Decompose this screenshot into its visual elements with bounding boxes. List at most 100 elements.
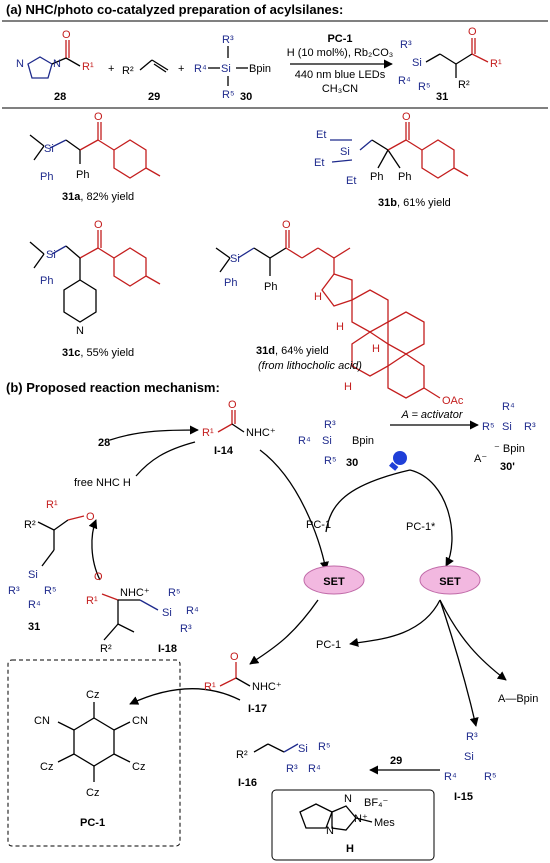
arrow-pc1 bbox=[325, 469, 411, 533]
cond-light: 440 nm blue LEDs bbox=[295, 69, 386, 81]
atom-o: O bbox=[282, 219, 291, 231]
r4-label: R⁴ bbox=[502, 401, 515, 413]
compound-29 bbox=[139, 59, 169, 73]
arrow-nhc-to-i14 bbox=[135, 441, 196, 477]
a-minus: A⁻ bbox=[474, 453, 487, 465]
free-nhc-label: free NHC H bbox=[74, 477, 131, 489]
si-label: Si bbox=[464, 751, 474, 763]
atom-si: Si bbox=[44, 143, 54, 155]
r3-label: R³ bbox=[8, 585, 20, 597]
atom-ph: Ph bbox=[76, 169, 89, 181]
si-label: Si bbox=[412, 57, 422, 69]
label-i17: I-17 bbox=[248, 703, 267, 715]
pc1-cz: Cz bbox=[40, 761, 53, 773]
r5-label: R⁵ bbox=[318, 741, 331, 753]
arrow-to-abpin bbox=[439, 599, 507, 681]
label-30p: 30' bbox=[500, 461, 515, 473]
atom-o: O bbox=[62, 29, 71, 41]
label-i15: I-15 bbox=[454, 791, 473, 803]
set-badge-left: SET bbox=[303, 565, 365, 595]
atom-et: Et bbox=[316, 129, 326, 141]
atom-si: Si bbox=[46, 249, 56, 261]
r1-label: R¹ bbox=[46, 499, 58, 511]
label-30: 30 bbox=[240, 91, 252, 103]
r4-label: R⁴ bbox=[194, 63, 207, 75]
atom-si: Si bbox=[340, 146, 350, 158]
r5-label: R⁵ bbox=[222, 89, 235, 101]
arrow-to-i15 bbox=[439, 599, 479, 727]
label-i18: I-18 bbox=[158, 643, 177, 655]
label-i14: I-14 bbox=[214, 445, 234, 457]
atom-ph: Ph bbox=[398, 171, 411, 183]
r4-label: R⁴ bbox=[28, 599, 41, 611]
structure-31c bbox=[29, 230, 161, 323]
r2-label: R² bbox=[100, 643, 112, 655]
cond-solvent: CH₃CN bbox=[322, 83, 358, 95]
arrow-to-i17 bbox=[249, 599, 319, 665]
si-label: Si bbox=[28, 569, 38, 581]
r3-label: R³ bbox=[222, 34, 234, 46]
mes-label: Mes bbox=[374, 817, 395, 829]
r3-label: R³ bbox=[400, 39, 412, 51]
a-bpin-label: A—Bpin bbox=[498, 693, 538, 705]
label-28: 28 bbox=[54, 91, 66, 103]
bpin-minus: ⁻ Bpin bbox=[494, 443, 525, 455]
si-label: Si bbox=[221, 63, 231, 75]
nhc-plus: NHC⁺ bbox=[252, 681, 282, 693]
atom-o: O bbox=[468, 26, 477, 38]
atom-o: O bbox=[94, 111, 103, 123]
atom-n: N bbox=[76, 325, 84, 337]
pc1-cz: Cz bbox=[132, 761, 145, 773]
label-29: 29 bbox=[148, 91, 160, 103]
r2-label: R² bbox=[24, 519, 36, 531]
r1-label: R¹ bbox=[490, 58, 502, 70]
label-31: 31 bbox=[436, 91, 448, 103]
atom-si: Si bbox=[230, 253, 240, 265]
structure-31b bbox=[330, 122, 469, 179]
atom-n: N bbox=[16, 58, 24, 70]
compound-28 bbox=[27, 40, 81, 79]
compound-31 bbox=[425, 38, 489, 78]
r2-label: R² bbox=[122, 65, 134, 77]
atom-n: N bbox=[326, 825, 334, 837]
label-i16: I-16 bbox=[238, 777, 257, 789]
r3-label: R³ bbox=[324, 419, 336, 431]
pc1-benzene bbox=[57, 702, 131, 782]
bpin-label: Bpin bbox=[352, 435, 374, 447]
section-a: (a) NHC/photo co-catalyzed preparation o… bbox=[2, 2, 548, 109]
arrow-pc1star bbox=[409, 469, 454, 567]
r3-label: R³ bbox=[180, 623, 192, 635]
nhc-triazolium bbox=[299, 803, 373, 831]
h-box-label: H bbox=[346, 843, 354, 855]
plus-sign: + bbox=[178, 63, 184, 75]
label-28: 28 bbox=[98, 437, 110, 449]
r4-label: R⁴ bbox=[298, 435, 311, 447]
pc1-cn: CN bbox=[34, 715, 50, 727]
atom-o: O bbox=[228, 399, 237, 411]
atom-et: Et bbox=[346, 175, 356, 187]
r1-label: R¹ bbox=[86, 595, 98, 607]
r2-label: R² bbox=[458, 79, 470, 91]
structure-31d bbox=[215, 230, 441, 399]
caption-31d-note: (from lithocholic acid) bbox=[258, 360, 362, 372]
caption-31c: 31c, 55% yield bbox=[62, 347, 134, 359]
pc1-radical-label: PC-1 bbox=[316, 639, 341, 651]
label-30: 30 bbox=[346, 457, 358, 469]
r5-label: R⁵ bbox=[418, 81, 431, 93]
r3-label: R³ bbox=[524, 421, 536, 433]
r4-label: R⁴ bbox=[308, 763, 321, 775]
caption-31d: 31d, 64% yield bbox=[256, 345, 329, 357]
pc1-star-label: PC-1* bbox=[406, 521, 436, 533]
cond-catalyst: PC-1 bbox=[327, 33, 352, 45]
atom-h: H bbox=[336, 321, 344, 333]
atom-ph: Ph bbox=[40, 275, 53, 287]
atom-h: H bbox=[314, 291, 322, 303]
r3-label: R³ bbox=[466, 731, 478, 743]
nhc-plus: NHC⁺ bbox=[246, 427, 276, 439]
atom-h: H bbox=[372, 343, 380, 355]
r4-label: R⁴ bbox=[398, 75, 411, 87]
si-label: Si bbox=[322, 435, 332, 447]
r1-label: R¹ bbox=[202, 427, 214, 439]
pc1-box-label: PC-1 bbox=[80, 817, 105, 829]
